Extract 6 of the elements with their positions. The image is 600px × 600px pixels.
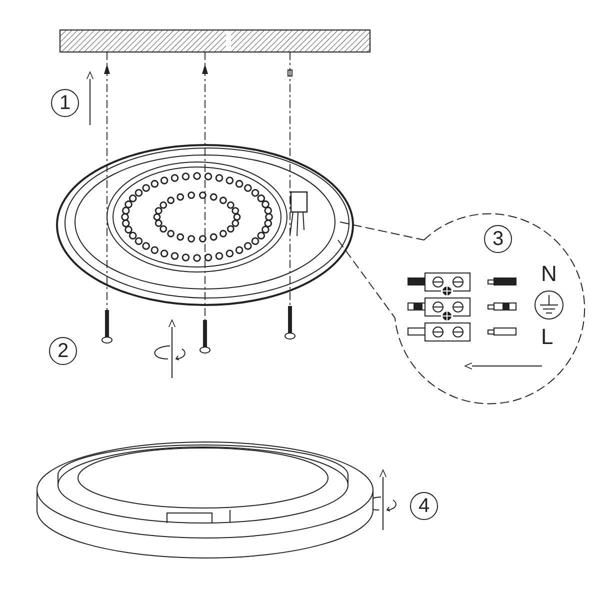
step-number: 4 — [410, 492, 438, 520]
step-number: 2 — [49, 337, 77, 365]
step-number: 3 — [484, 225, 512, 253]
wire-label: L — [541, 326, 554, 348]
wire-label: N — [541, 263, 557, 285]
step-number: 1 — [51, 89, 79, 117]
